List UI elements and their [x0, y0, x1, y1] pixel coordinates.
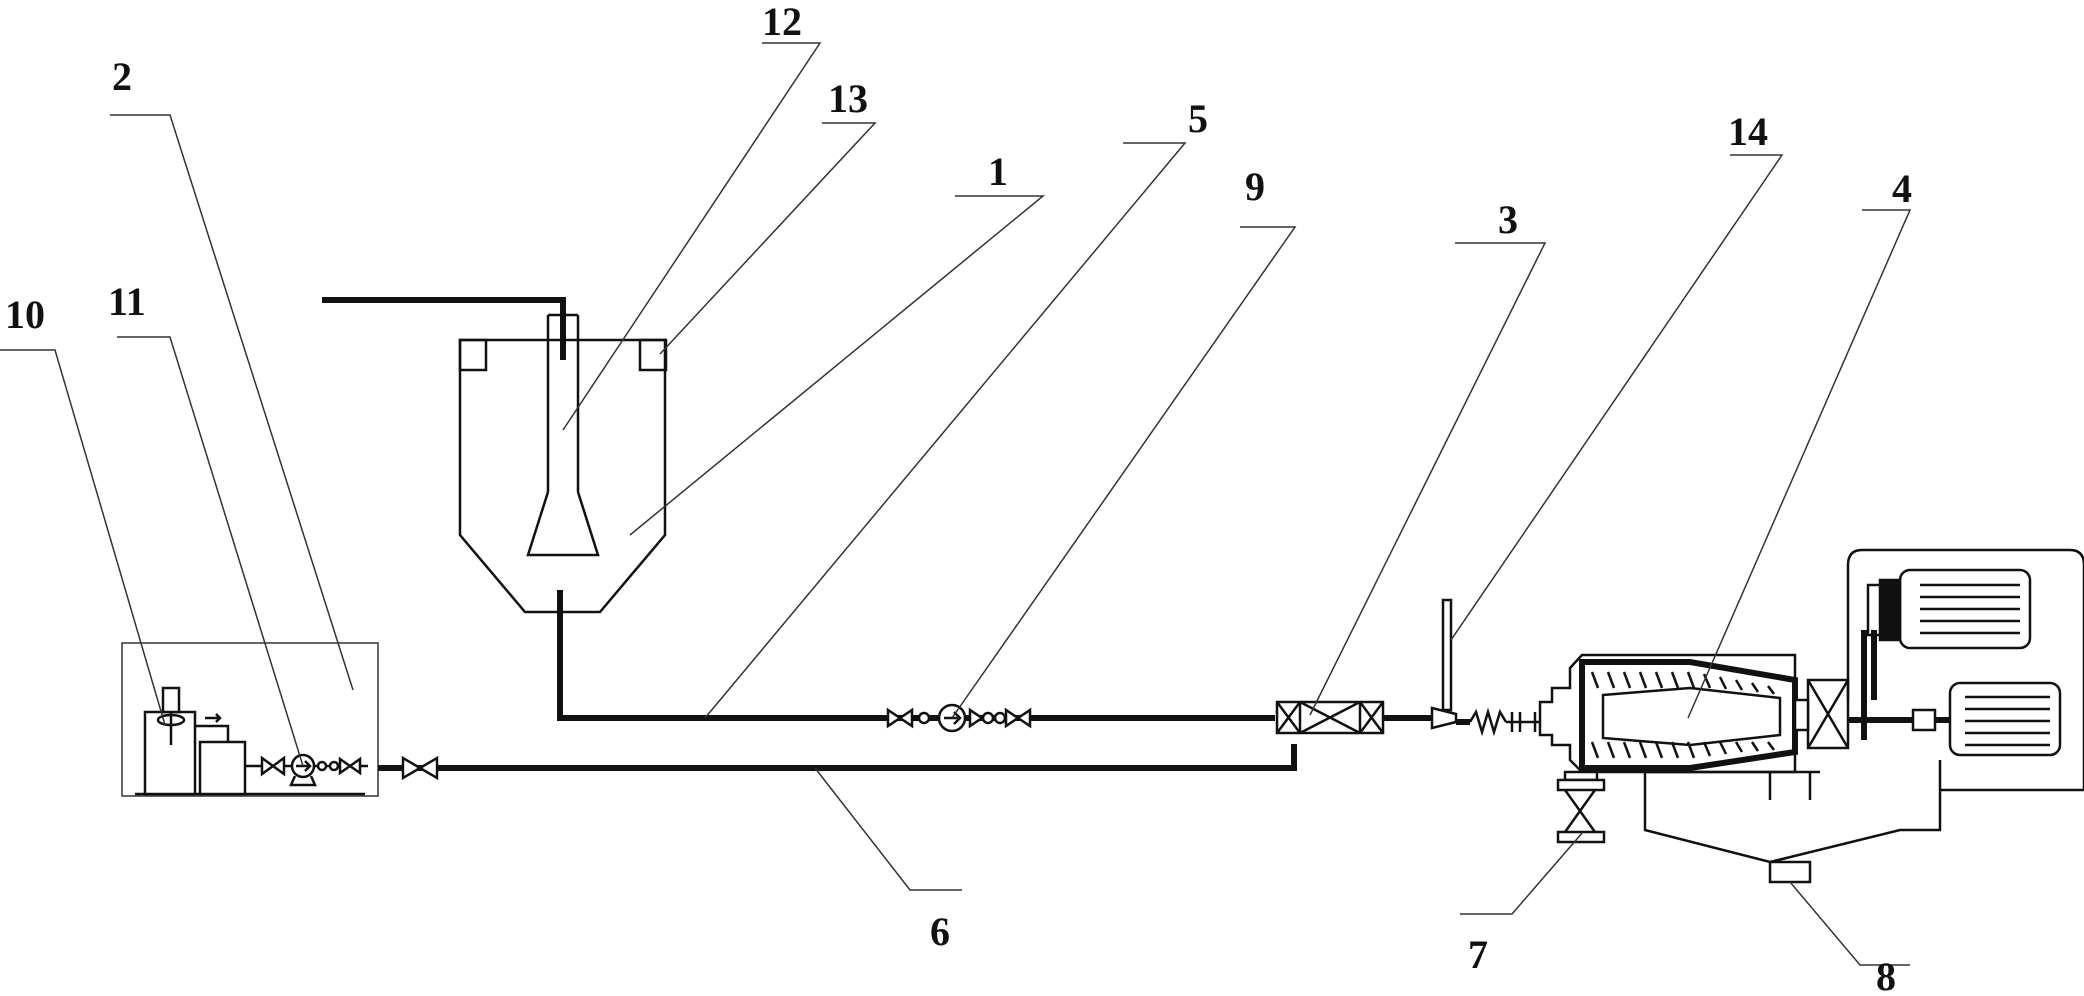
liquid-outlet	[1768, 860, 1812, 884]
vent-pipe	[1441, 598, 1453, 712]
label-3: 3	[1498, 197, 1518, 242]
label-6: 6	[930, 909, 950, 954]
label-9: 9	[1245, 164, 1265, 209]
central-feed-pipe	[322, 297, 600, 557]
static-mixer	[1275, 700, 1385, 735]
leader-lines	[0, 42, 1912, 966]
label-5: 5	[1188, 96, 1208, 141]
inlet-pipe	[322, 297, 566, 360]
label-12: 12	[762, 0, 802, 44]
pump-9	[886, 703, 1032, 733]
dosing-unit	[121, 642, 379, 797]
sludge-pipe	[557, 590, 1275, 721]
decanter-centrifuge	[1538, 653, 1942, 884]
dosing-pipe	[378, 744, 1297, 771]
label-2: 2	[112, 54, 132, 99]
pipe-6-valve	[401, 755, 439, 781]
settling-tank	[458, 338, 668, 614]
screw-conveyor	[1590, 671, 1775, 759]
overflow-weir-left	[458, 338, 488, 372]
flexible-hose	[1468, 707, 1508, 737]
overflow-weir-right	[638, 338, 668, 372]
label-4: 4	[1892, 166, 1912, 211]
label-7: 7	[1468, 932, 1488, 977]
callout-labels: 1 2 3 4 5 6 7 8 9 10 11 12 13 14	[5, 0, 1912, 996]
solids-outlet	[1556, 830, 1606, 844]
discharge-hopper	[1643, 760, 1942, 864]
label-13: 13	[828, 76, 868, 121]
label-14: 14	[1728, 109, 1768, 154]
motor-frame	[1846, 548, 2084, 792]
label-8: 8	[1876, 954, 1896, 996]
label-1: 1	[988, 149, 1008, 194]
label-11: 11	[108, 279, 146, 324]
label-10: 10	[5, 292, 45, 337]
dosing-reservoir	[198, 740, 247, 796]
